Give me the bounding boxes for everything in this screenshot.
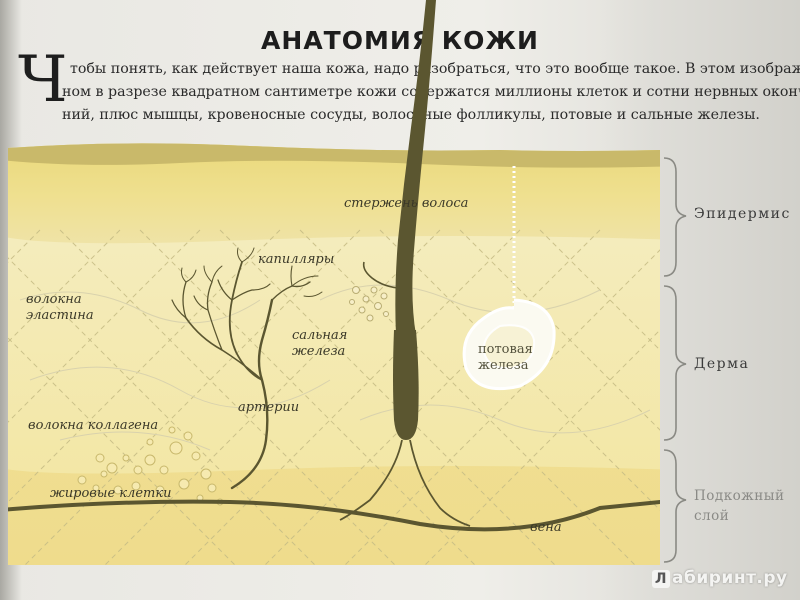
hair-follicle <box>339 261 471 527</box>
intro-line: ном в разрезе квадратном сантиметре кожи… <box>62 84 800 100</box>
intro-line: тобы понять, как действует наша кожа, на… <box>70 61 800 77</box>
label-hair-shaft: стержень волоса <box>344 196 469 211</box>
label-capillaries: капилляры <box>258 252 335 267</box>
dermis-brace <box>663 285 687 441</box>
subcutaneous-brace <box>663 449 687 563</box>
watermark-text: абиринт.ру <box>672 568 788 588</box>
drop-cap: Ч <box>18 43 68 117</box>
layer-braces <box>663 157 687 563</box>
label-sweat-gland: потовая железа <box>478 342 533 373</box>
artery-tree <box>171 247 323 490</box>
skin-layers <box>8 143 660 565</box>
elastin-fibers <box>19 284 651 451</box>
page-title: АНАТОМИЯ КОЖИ <box>261 26 539 55</box>
watermark-badge: Л <box>652 570 670 588</box>
label-sebaceous-gland: сальная железа <box>292 328 348 359</box>
layer-label-subcutaneous: Подкожный слой <box>694 488 785 524</box>
layer-label-epidermis: Эпидермис <box>694 206 791 222</box>
vein <box>8 498 660 532</box>
label-arteries: артерии <box>238 400 300 415</box>
dermis-layer <box>8 229 660 474</box>
sebaceous-gland <box>349 286 389 322</box>
sweat-gland <box>462 166 556 391</box>
intro-line: ний, плюс мышцы, кровеносные сосуды, вол… <box>62 107 760 123</box>
layer-label-dermis: Дерма <box>694 356 750 372</box>
collagen-grid <box>8 229 660 565</box>
intro-paragraph: тобы понять, как действует наша кожа, на… <box>62 58 800 127</box>
label-elastin-fibers: волокна эластина <box>26 292 94 323</box>
label-collagen-fibers: волокна коллагена <box>28 418 159 433</box>
hair-shaft <box>395 0 436 335</box>
label-fat-cells: жировые клетки <box>50 486 172 501</box>
epidermis-brace <box>663 157 687 277</box>
label-vein: вена <box>530 520 562 535</box>
